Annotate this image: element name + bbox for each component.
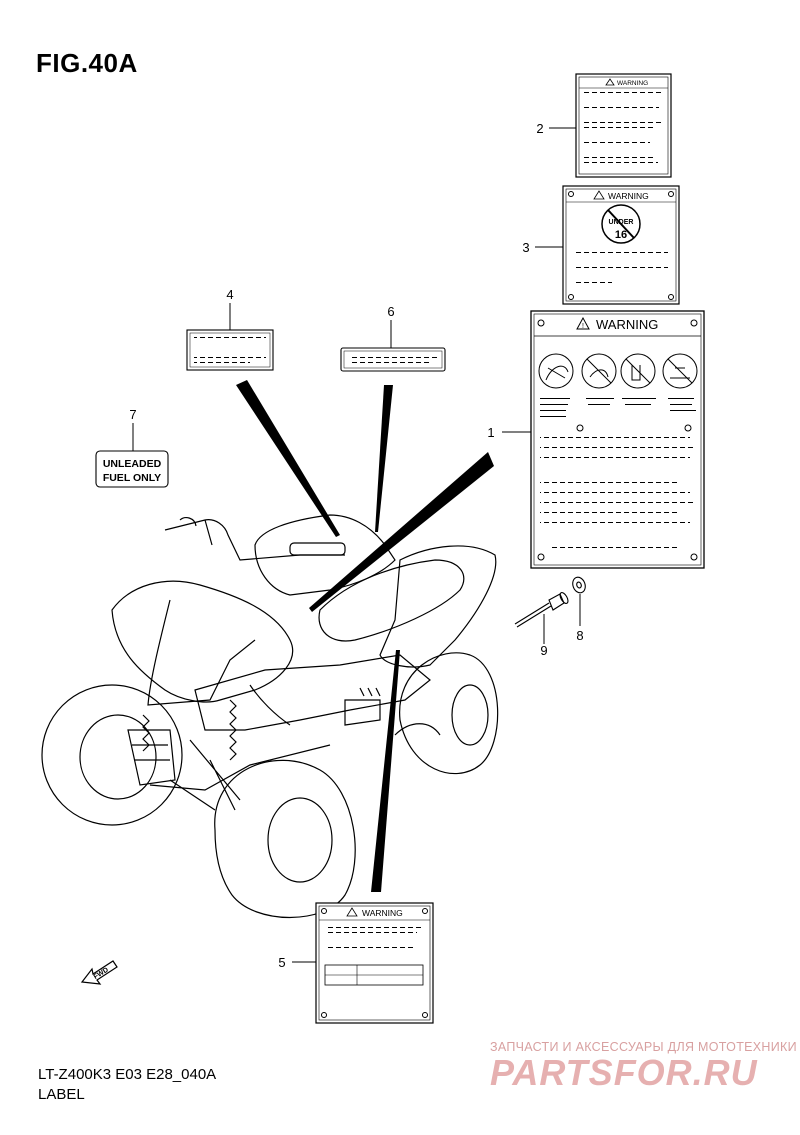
- label-1-warning-heading: WARNING: [596, 317, 658, 332]
- label-3-under-16: WARNING UNDER 16: [562, 185, 680, 305]
- label-6: [340, 347, 446, 372]
- rear-right-wheel: [399, 652, 499, 775]
- no-passenger-icon: [581, 353, 617, 389]
- age-text: 16: [615, 229, 627, 241]
- fuel-line-2: FUEL ONLY: [103, 472, 161, 484]
- callout-9: 9: [540, 643, 547, 658]
- callout-5: 5: [278, 955, 285, 970]
- rear-left-wheel: [394, 723, 441, 736]
- label-2-warning-small: WARNING: [575, 73, 672, 178]
- figure-title: FIG.40A: [36, 48, 138, 78]
- part-9-rivet: [514, 592, 569, 628]
- seat: [318, 559, 465, 642]
- leader-lines: [132, 127, 581, 963]
- callout-8: 8: [576, 628, 583, 643]
- callout-1: 1: [487, 425, 494, 440]
- front-left-wheel: [41, 684, 183, 826]
- watermark-logo: PARTSFOR.RU: [490, 1052, 758, 1093]
- front-fender: [111, 580, 294, 703]
- label-4: [186, 329, 274, 371]
- label-5-warning-heading: WARNING: [362, 908, 403, 918]
- callout-3: 3: [522, 240, 529, 255]
- callout-7: 7: [129, 407, 136, 422]
- no-rider-icon: [538, 353, 574, 389]
- label-7-fuel: UNLEADED FUEL ONLY: [95, 450, 169, 488]
- label-2-warning-heading: WARNING: [617, 80, 648, 87]
- label-1-warning-large: ! WARNING: [530, 310, 705, 569]
- part-8-washer: [572, 576, 586, 594]
- callout-4: 4: [226, 287, 233, 302]
- handlebar: [164, 519, 345, 561]
- section-name: LABEL: [38, 1086, 85, 1103]
- under-16-icon: [601, 204, 641, 244]
- callout-2: 2: [536, 121, 543, 136]
- fwd-text: FWD: [93, 967, 110, 981]
- label-5-warning: WARNING: [315, 902, 434, 1024]
- watermark-subtitle: ЗАПЧАСТИ И АКСЕССУАРЫ ДЛЯ МОТОТЕХНИКИ: [490, 1040, 797, 1054]
- front-right-wheel: [214, 759, 356, 919]
- model-code: LT-Z400K3 E03 E28_040A: [38, 1066, 217, 1083]
- fuel-line-1: UNLEADED: [103, 458, 162, 470]
- svg-text:!: !: [582, 323, 584, 330]
- no-alcohol-icon: [620, 353, 656, 389]
- fuel-tank: [254, 514, 396, 596]
- fwd-arrow-icon: FWD: [80, 960, 118, 985]
- pointer-wedges: [236, 380, 494, 892]
- under-text: UNDER: [609, 219, 634, 226]
- frame: [194, 654, 431, 731]
- front-bumper: [127, 729, 176, 786]
- no-paved-road-icon: [662, 353, 698, 389]
- callout-6: 6: [387, 304, 394, 319]
- label-3-warning-heading: WARNING: [608, 191, 649, 201]
- atv-illustration: [41, 514, 499, 919]
